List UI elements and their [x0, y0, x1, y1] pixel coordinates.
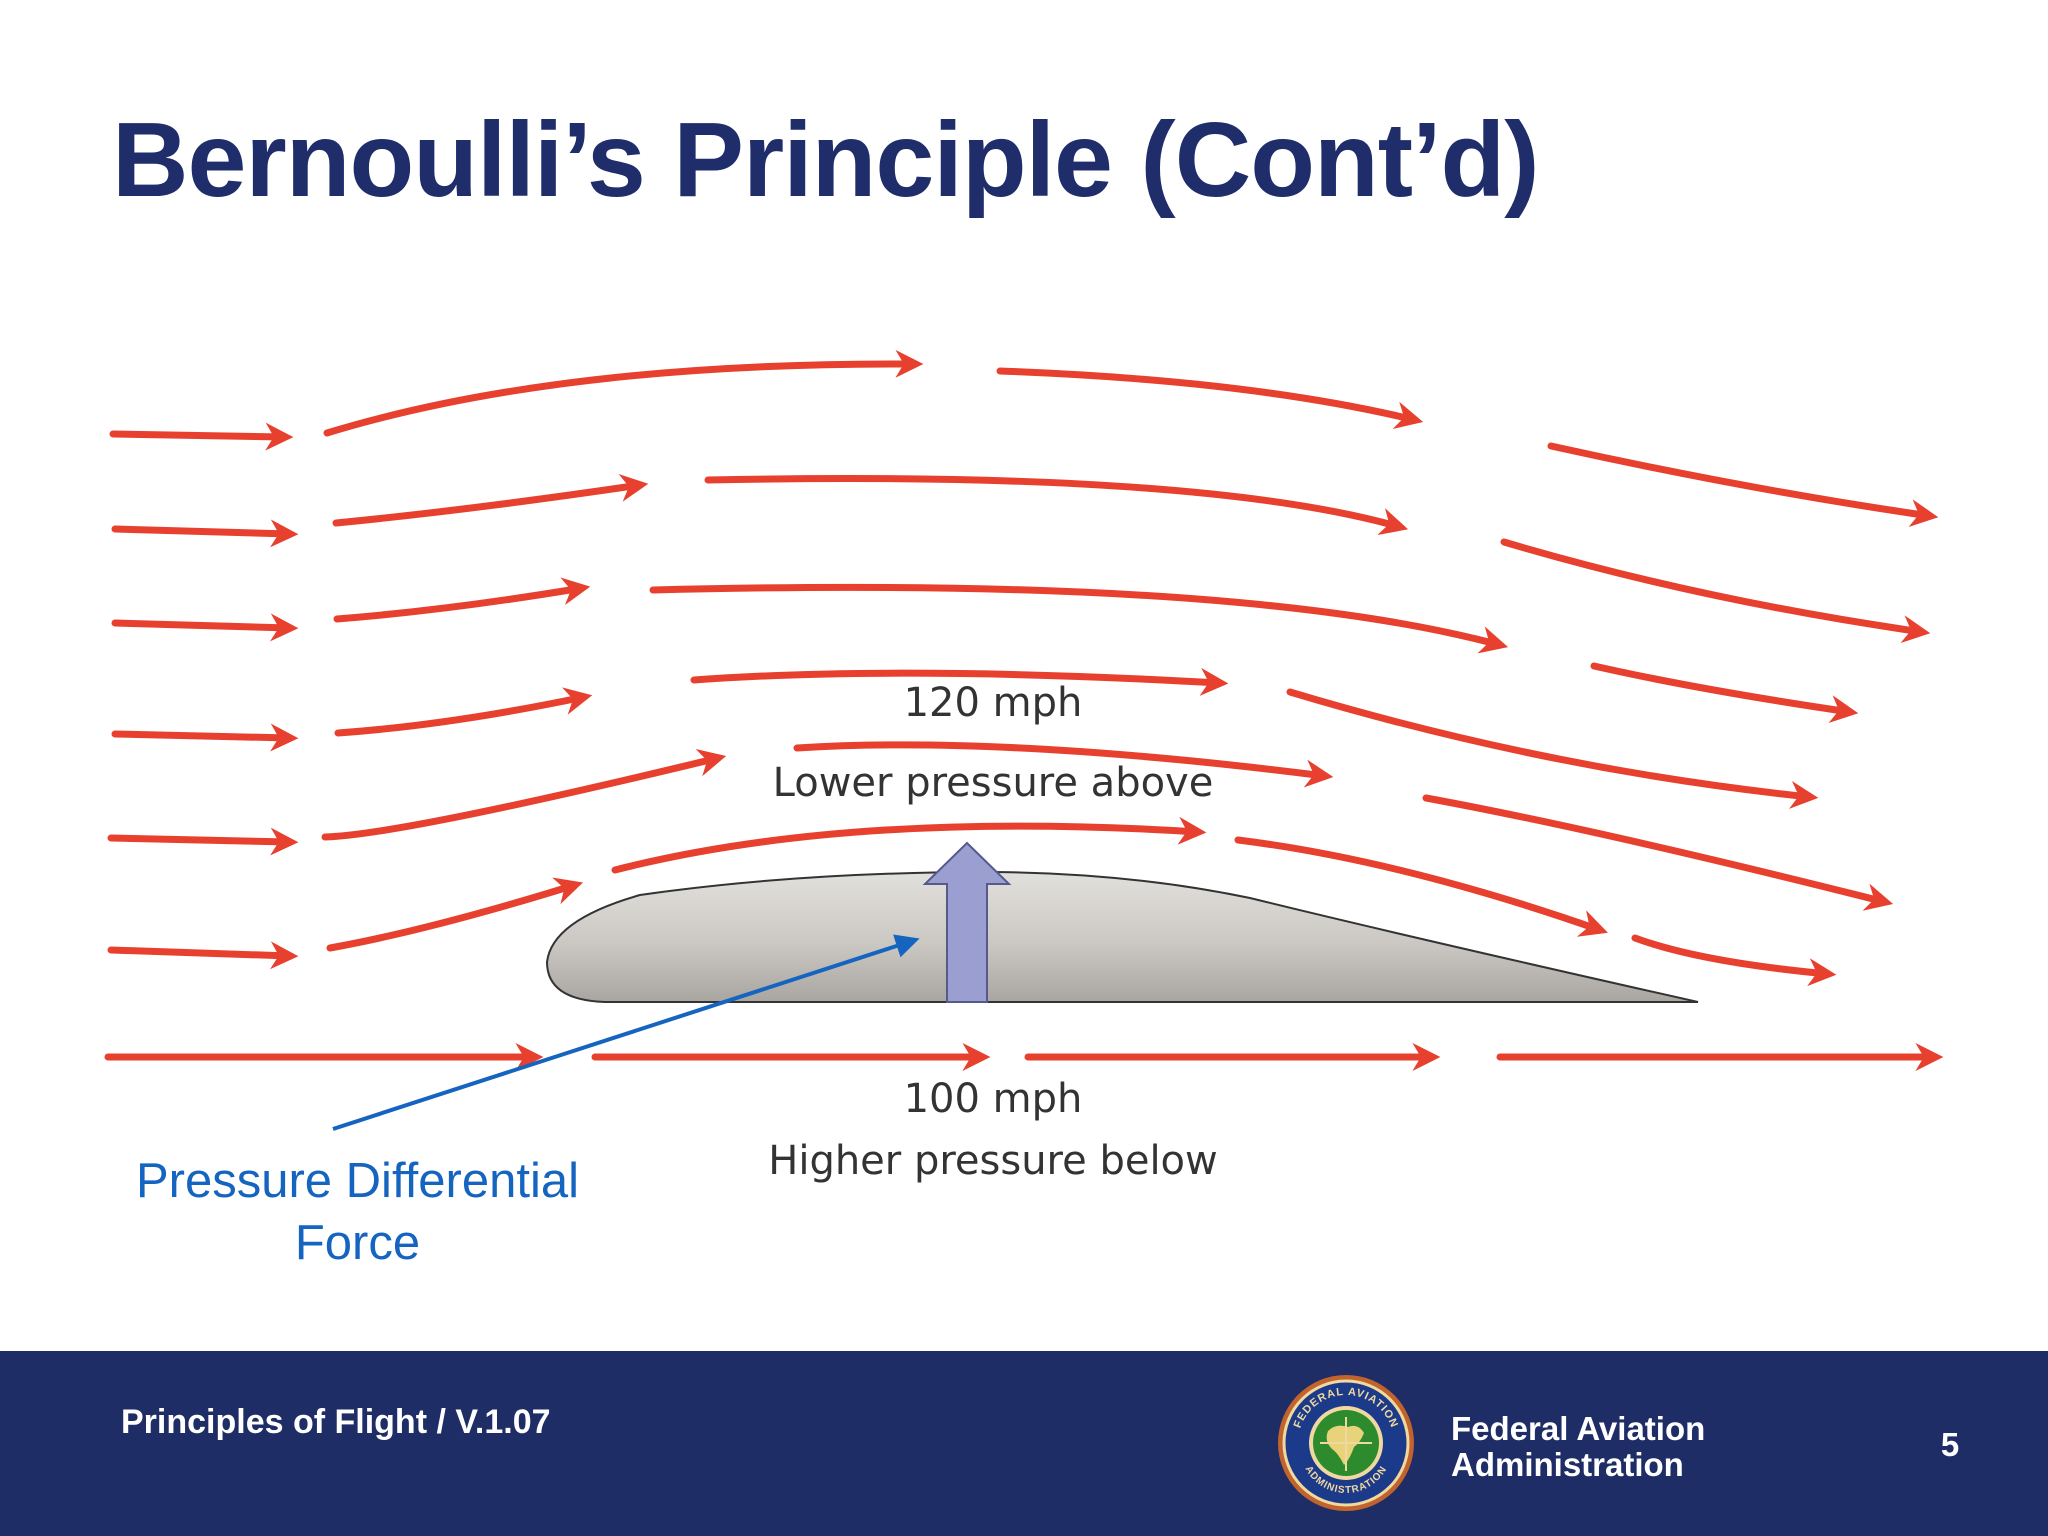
airfoil	[545, 870, 1699, 1003]
callout-line: Force	[294, 1216, 421, 1270]
upper-pressure-label: Lower pressure above	[773, 760, 1214, 806]
streamline-arrow	[1590, 662, 1859, 724]
airflow-streamlines	[104, 349, 1944, 1071]
streamline-arrow	[690, 667, 1229, 696]
streamline-arrow	[1631, 934, 1837, 987]
streamline-arrow	[704, 475, 1409, 536]
callout-pointer	[332, 934, 920, 1131]
streamline-arrow	[111, 613, 299, 642]
streamline-arrow	[611, 816, 1207, 874]
streamline-arrow	[1286, 688, 1819, 809]
page-number: 5	[1940, 1426, 1960, 1463]
upper-speed-label: 120 mph	[904, 680, 1083, 726]
streamline-arrow	[321, 749, 727, 841]
streamline-arrow	[1500, 538, 1931, 644]
streamline-arrow	[109, 422, 294, 451]
course-version-label: Principles of Flight / V.1.07	[121, 1403, 551, 1441]
callout-line: Pressure Differential	[135, 1154, 579, 1208]
slide-title: Bernoulli’s Principle (Cont’d)	[112, 101, 1540, 219]
streamline-arrow	[326, 877, 584, 952]
streamline-arrow	[334, 687, 593, 737]
streamline-arrow	[793, 741, 1334, 788]
streamline-arrow	[107, 941, 299, 970]
streamline-arrow	[107, 827, 299, 856]
callout-label: Pressure Differential Force	[100, 1150, 615, 1274]
footer-bar: Principles of Flight / V.1.07 FEDERAL AV…	[0, 1351, 2048, 1536]
streamline-arrow	[996, 367, 1424, 429]
agency-name-line: Federal Aviation	[1451, 1410, 1706, 1447]
streamline-arrow	[333, 577, 591, 623]
streamline-arrow	[111, 723, 299, 752]
streamline-arrow	[1547, 442, 1939, 528]
agency-name: Federal Aviation Administration	[1451, 1411, 1705, 1483]
lift-arrow	[922, 841, 1012, 1003]
streamline-arrow	[111, 519, 299, 548]
streamline-arrow	[649, 583, 1509, 654]
faa-seal-logo: FEDERAL AVIATION ADMINISTRATION	[1278, 1375, 1414, 1511]
lower-pressure-label: Higher pressure below	[768, 1138, 1218, 1184]
streamline-arrow	[1234, 836, 1608, 937]
streamline-arrow	[1422, 794, 1894, 911]
streamline-arrow	[323, 349, 924, 437]
agency-name-line: Administration	[1451, 1446, 1684, 1483]
lower-speed-label: 100 mph	[904, 1076, 1083, 1122]
streamline-arrow	[332, 474, 649, 527]
